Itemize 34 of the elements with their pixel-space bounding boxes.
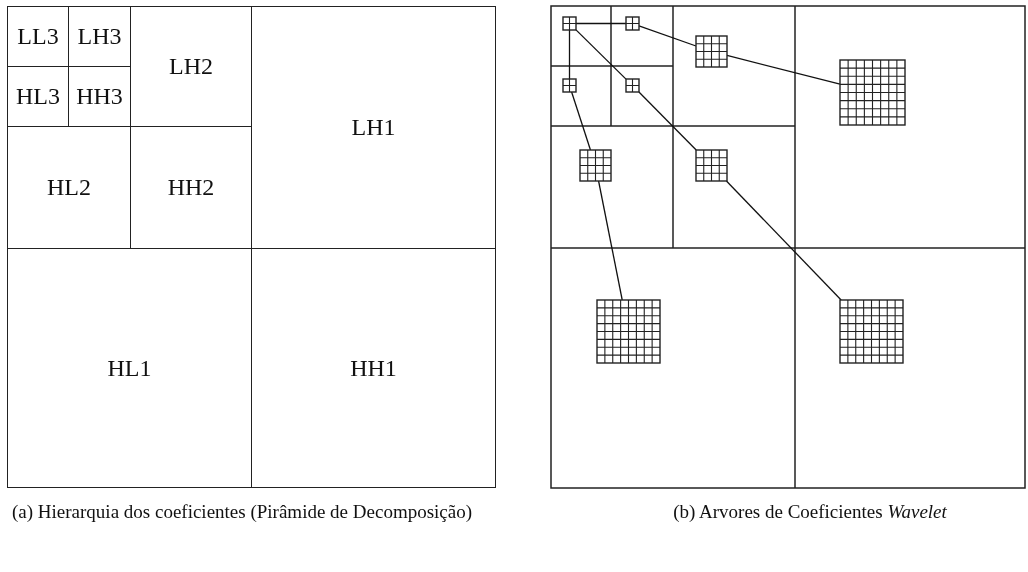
connector-line	[725, 180, 842, 301]
subband-label: HH2	[167, 174, 215, 201]
connector-line	[597, 180, 623, 301]
connector-line	[575, 29, 627, 80]
subband-region	[7, 248, 252, 488]
coefficient-grid	[695, 35, 728, 68]
subband-region	[251, 248, 496, 488]
coefficient-grid	[839, 299, 904, 364]
subband-region	[7, 6, 69, 67]
subband-label: LH3	[77, 23, 122, 50]
subband-label: HH1	[350, 354, 397, 382]
coefficient-grid	[579, 149, 612, 182]
subband-label: LH2	[169, 53, 213, 80]
coefficient-grid	[562, 78, 577, 93]
coefficient-grid	[596, 299, 661, 364]
coefficient-grid	[625, 78, 640, 93]
coefficient-grid	[625, 16, 640, 31]
caption-text: (a) Hierarquia dos coeficientes (Pirâmide de Decomposição)	[12, 500, 474, 524]
subband-label: HL2	[47, 174, 91, 201]
connector-line	[568, 29, 571, 80]
coefficient-grid	[695, 149, 728, 182]
connector-line	[638, 91, 697, 151]
connector-line	[575, 22, 627, 25]
subband-label: LH1	[351, 114, 396, 141]
coefficient-grid	[562, 16, 577, 31]
connector-line	[638, 25, 697, 47]
caption-text: (b) Arvores de Coeficientes Wavelet	[672, 500, 948, 524]
subband-label: LL3	[17, 23, 59, 50]
subband-region	[251, 6, 496, 249]
coefficient-grid	[839, 59, 906, 126]
connector-line	[570, 91, 592, 151]
subband-label: HL3	[16, 83, 60, 110]
subband-label: HL1	[107, 354, 152, 382]
subband-label: HH3	[76, 83, 123, 110]
